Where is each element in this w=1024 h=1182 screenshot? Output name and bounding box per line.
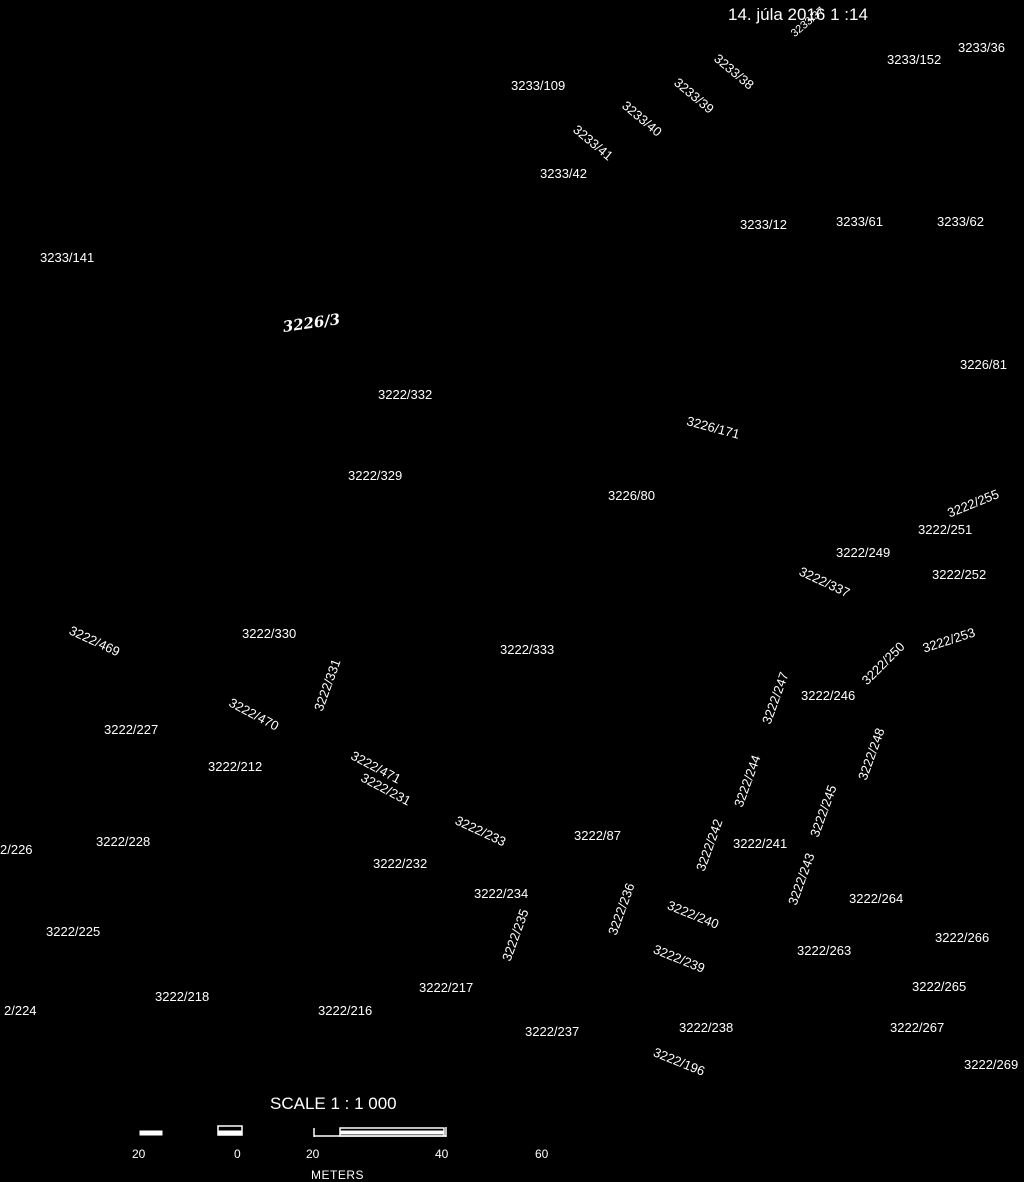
parcel-label-3222-265[interactable]: 3222/265 (912, 979, 967, 994)
parcel-label-3233-152[interactable]: 3233/152 (887, 52, 942, 67)
parcel-label-3222-264[interactable]: 3222/264 (849, 891, 904, 906)
parcel-label-3233-36[interactable]: 3233/36 (958, 40, 1005, 55)
parcel-label-3222-252[interactable]: 3222/252 (932, 567, 987, 582)
parcel-label-3222-269-partial[interactable]: 3222/269 (964, 1057, 1019, 1072)
parcel-label-3233-61[interactable]: 3233/61 (836, 214, 883, 229)
scale-unit-label: METERS (311, 1168, 365, 1182)
scale-tick-label: 20 (132, 1147, 146, 1161)
parcel-label-3226-80[interactable]: 3226/80 (608, 488, 655, 503)
parcel-label-3222-246[interactable]: 3222/246 (801, 688, 856, 703)
parcel-label-3222-227[interactable]: 3222/227 (104, 722, 159, 737)
scale-tick-label: 0 (234, 1147, 241, 1161)
scale-tick-label: 40 (435, 1147, 449, 1161)
scale-bar-segment-zero-fill (217, 1130, 243, 1136)
parcel-label-3233-42[interactable]: 3233/42 (540, 166, 587, 181)
scale-title: SCALE 1 : 1 000 (270, 1094, 397, 1113)
parcel-label-3222-224-partial[interactable]: 2/224 (4, 1003, 37, 1018)
parcel-label-3222-251[interactable]: 3222/251 (918, 522, 973, 537)
scale-tick-label: 60 (535, 1147, 549, 1161)
print-date: 14. júla 2016 1 :14 (728, 5, 868, 24)
parcel-label-3222-249[interactable]: 3222/249 (836, 545, 891, 560)
scale-bar-segment-left (139, 1130, 163, 1136)
parcel-label-3222-225[interactable]: 3222/225 (46, 924, 101, 939)
parcel-label-3222-234[interactable]: 3222/234 (474, 886, 529, 901)
parcel-label-3233-62[interactable]: 3233/62 (937, 214, 984, 229)
parcel-label-3222-267[interactable]: 3222/267 (890, 1020, 945, 1035)
parcel-label-3226-81[interactable]: 3226/81 (960, 357, 1007, 372)
parcel-label-3222-217[interactable]: 3222/217 (419, 980, 474, 995)
parcel-label-3222-216[interactable]: 3222/216 (318, 1003, 373, 1018)
parcel-label-3222-241[interactable]: 3222/241 (733, 836, 788, 851)
parcel-label-3222-228[interactable]: 3222/228 (96, 834, 151, 849)
parcel-label-3233-141[interactable]: 3233/141 (40, 250, 95, 265)
parcel-label-3233-109[interactable]: 3233/109 (511, 78, 566, 93)
parcel-label-3222-330[interactable]: 3222/330 (242, 626, 297, 641)
parcel-label-3222-237[interactable]: 3222/237 (525, 1024, 580, 1039)
parcel-label-3233-12[interactable]: 3233/12 (740, 217, 787, 232)
scale-bar-segment-right-fill (339, 1130, 445, 1135)
parcel-label-3222-87[interactable]: 3222/87 (574, 828, 621, 843)
scale-tick-label: 20 (306, 1147, 320, 1161)
parcel-label-3222-263[interactable]: 3222/263 (797, 943, 852, 958)
parcel-label-3222-329[interactable]: 3222/329 (348, 468, 403, 483)
parcel-label-3222-212[interactable]: 3222/212 (208, 759, 263, 774)
parcel-label-3222-266[interactable]: 3222/266 (935, 930, 990, 945)
parcel-label-3222-218[interactable]: 3222/218 (155, 989, 210, 1004)
parcel-label-3222-238[interactable]: 3222/238 (679, 1020, 734, 1035)
parcel-label-3222-232[interactable]: 3222/232 (373, 856, 428, 871)
parcel-label-3222-226-partial[interactable]: 2/226 (0, 842, 33, 857)
parcel-label-3222-332[interactable]: 3222/332 (378, 387, 433, 402)
parcel-label-3222-333[interactable]: 3222/333 (500, 642, 555, 657)
